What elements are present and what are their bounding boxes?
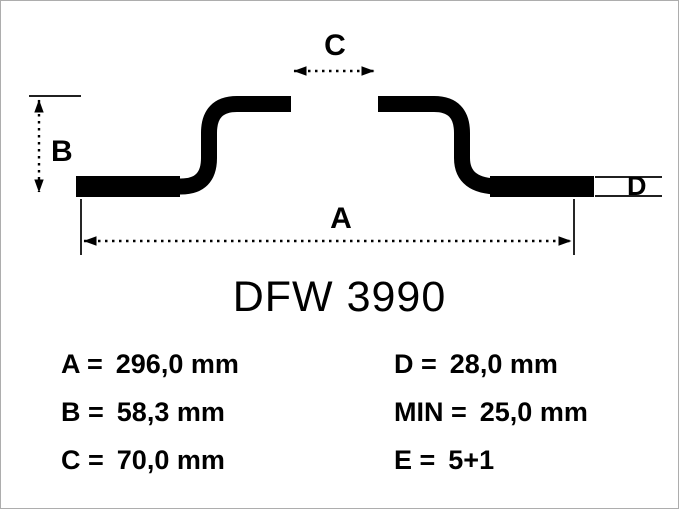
spec-line-min: MIN = 25,0 mm [394,397,588,428]
specs-column-left: A = 296,0 mm B = 58,3 mm C = 70,0 mm [61,349,239,493]
spec-label-c: C = [61,445,104,475]
spec-value-a: 296,0 mm [115,349,239,379]
spec-label-min: MIN = [394,397,467,427]
spec-line-b: B = 58,3 mm [61,397,239,428]
disc-left-friction-bar [76,176,180,197]
part-number-title: DFW 3990 [232,273,447,321]
specs-column-right: D = 28,0 mm MIN = 25,0 mm E = 5+1 [394,349,588,493]
spec-value-min: 25,0 mm [479,397,588,427]
spec-line-a: A = 296,0 mm [61,349,239,380]
spec-line-e: E = 5+1 [394,445,588,476]
disc-cross-section [83,96,587,195]
spec-line-d: D = 28,0 mm [394,349,588,380]
disc-right-half [378,96,587,195]
disc-left-half [83,96,291,195]
spec-value-b: 58,3 mm [116,397,225,427]
spec-line-c: C = 70,0 mm [61,445,239,476]
spec-label-a: A = [61,349,103,379]
spec-label-e: E = [394,445,436,475]
spec-value-c: 70,0 mm [116,445,225,475]
dim-label-a: A [330,202,352,235]
brake-disc-technical-drawing: C B A D [29,29,662,255]
dim-label-d: D [627,171,647,201]
spec-label-b: B = [61,397,104,427]
disc-right-friction-bar [490,176,594,197]
dim-label-c: C [324,29,346,62]
spec-value-e: 5+1 [448,445,495,475]
spec-label-d: D = [394,349,437,379]
spec-value-d: 28,0 mm [449,349,558,379]
dim-label-b: B [51,135,73,168]
